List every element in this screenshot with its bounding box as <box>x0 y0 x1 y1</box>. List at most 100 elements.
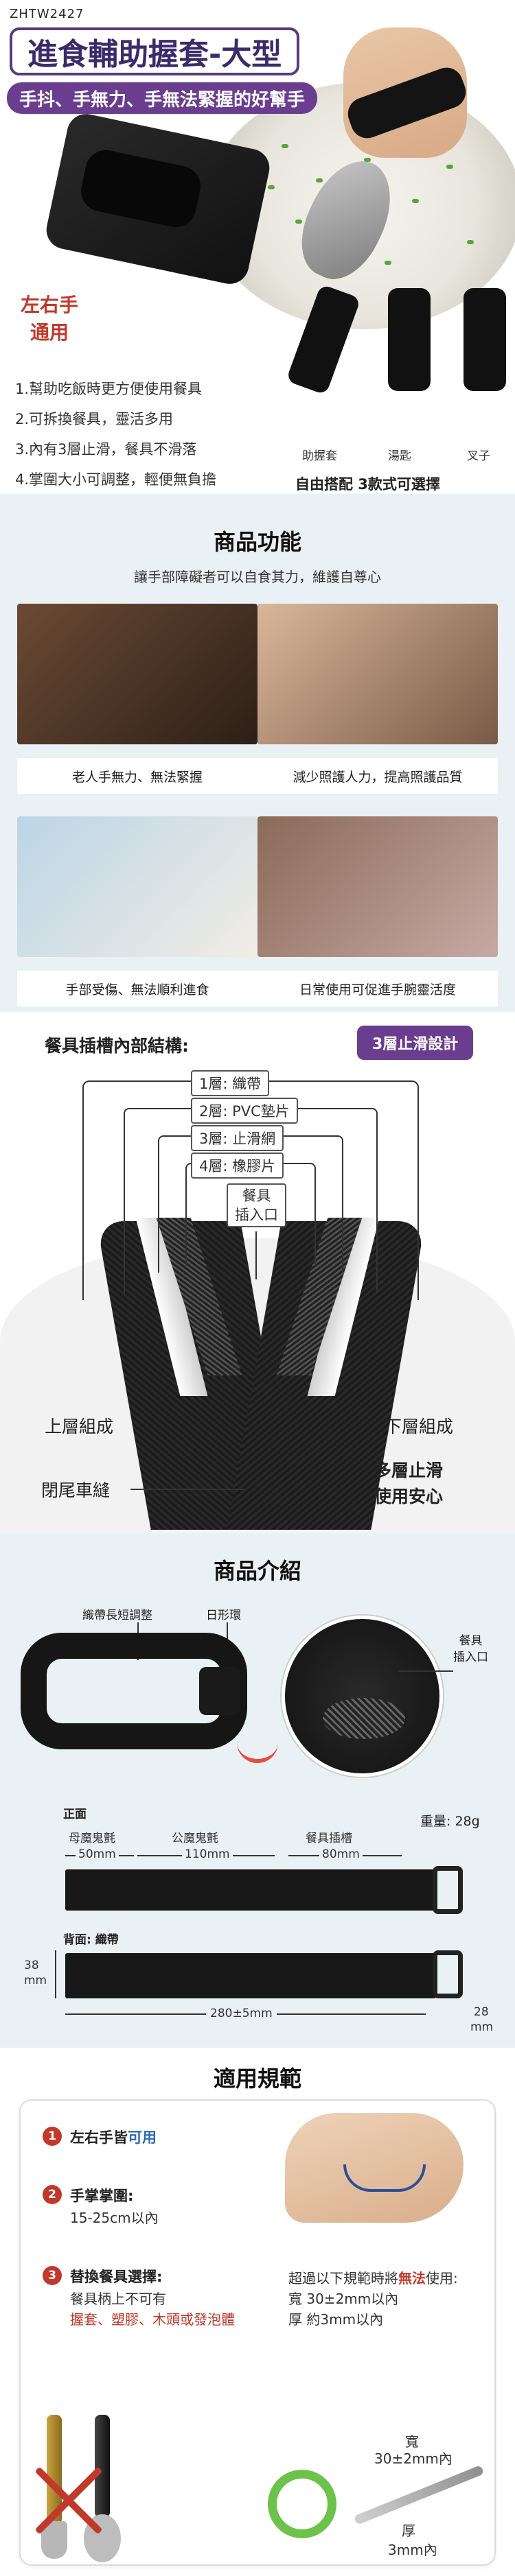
accessory-caption: 自由搭配 3款式可選擇 <box>295 476 440 493</box>
feature-list: 1.幫助吃飯時更方便使用餐具 2.可拆換餐具，靈活多用 3.內有3層止滑，餐具不… <box>15 374 216 494</box>
layer-label-webbing: 1層: 織帶 <box>191 1070 270 1096</box>
dim-38-number: 38 <box>24 1959 39 1972</box>
ring-label: 日形環 <box>206 1609 241 1622</box>
wooden-fork-image <box>47 2415 62 2525</box>
accessory-fork-image <box>464 288 506 391</box>
upper-layer-label: 上層組成 <box>45 1417 114 1437</box>
slot-pointer <box>398 1670 453 1672</box>
function-caption: 日常使用可促進手腕靈活度 <box>258 971 498 1006</box>
black-spoon-handle <box>95 2415 110 2518</box>
slot-mesh-detail <box>323 1698 405 1739</box>
limit-note-a: 超過以下規範時將 <box>288 2270 398 2287</box>
strap-front-ring <box>433 1866 463 1914</box>
functions-section: 商品功能 讓手部障礙者可以自食其力，維護自尊心 老人手無力、無法緊握 減少照護人… <box>0 494 515 1012</box>
fork-width-label: 寬 <box>405 2433 419 2450</box>
structure-title: 餐具插槽內部結構: <box>45 1036 189 1056</box>
scope-title: 適用規範 <box>213 2066 301 2092</box>
intro-title: 商品介紹 <box>213 1558 301 1584</box>
elderly-hand-photo <box>17 604 258 744</box>
zoom-arrow <box>237 1742 278 1763</box>
scope-number-2: 2 <box>43 2185 62 2204</box>
function-caption: 減少照護人力，提高照護品質 <box>258 758 498 794</box>
scope-number-1: 1 <box>43 2127 62 2146</box>
scope-item2-heading: 手掌掌圍: <box>70 2188 134 2204</box>
nonslip-line1: 多層止滑 <box>374 1461 444 1480</box>
dim-280: 280±5mm <box>206 2007 277 2020</box>
slot-opening-label: 餐具 插入口 <box>227 1183 286 1227</box>
weight-label: 重量: 28g <box>420 1814 480 1829</box>
hook-male-label: 公魔鬼氈 <box>172 1832 218 1845</box>
dim-28-number: 28 <box>474 2005 489 2019</box>
hook-female-label: 母魔鬼氈 <box>69 1832 115 1845</box>
buckle-image <box>199 1667 240 1715</box>
product-title: 進食輔助握套-大型 <box>10 27 300 75</box>
slot-arrow <box>255 1231 257 1279</box>
ambidextrous-line1: 左右手 <box>21 294 79 316</box>
feature-item: 2.可拆換餐具，靈活多用 <box>15 411 174 427</box>
dim-50: 50mm <box>76 1847 119 1861</box>
handle-width-ring <box>268 2470 336 2538</box>
ambidextrous-label: 左右手 通用 <box>21 292 78 346</box>
limit-width: 寬 30±2mm以內 <box>288 2291 399 2307</box>
scope-item1: 左右手皆可用 <box>70 2127 157 2147</box>
feature-item: 1.幫助吃飯時更方便使用餐具 <box>15 381 203 397</box>
accessory-label-spoon: 湯匙 <box>388 449 411 463</box>
accessory-label-fork: 叉子 <box>467 449 490 463</box>
slot-opening-line2: 插入口 <box>235 1207 278 1223</box>
dim-80: 80mm <box>319 1847 363 1861</box>
scope-number-3: 3 <box>43 2266 62 2285</box>
back-label: 背面: 織帶 <box>63 1933 119 1947</box>
caregiver-feeding-photo <box>258 604 498 744</box>
intro-section: 商品介紹 織帶長短調整 日形環 餐具 插入口 正面 重量: 28g 母魔鬼氈 公… <box>0 1533 515 2048</box>
limit-note-b: 無法 <box>398 2270 426 2287</box>
strap-back-ring <box>433 1950 463 1998</box>
slot-zoom-image <box>282 1616 443 1777</box>
dim-line-38 <box>55 1950 56 1998</box>
limit-thickness: 厚 約3mm以內 <box>288 2311 384 2328</box>
lower-layer-label: 下層組成 <box>385 1417 454 1437</box>
scope-item1-highlight: 可用 <box>128 2129 157 2146</box>
utensil-slot-label: 餐具插槽 <box>306 1832 352 1845</box>
scope-item3-heading: 替換餐具選擇: <box>70 2269 163 2285</box>
patient-bed-photo <box>258 816 498 957</box>
functions-title: 商品功能 <box>213 529 301 555</box>
bandaged-hand-photo <box>17 816 258 957</box>
slot-line2: 插入口 <box>453 1651 488 1664</box>
fork-thickness-label: 厚 <box>402 2522 415 2539</box>
nonslip-badge: 3層止滑設計 <box>357 1026 474 1060</box>
seam-label: 閉尾車縫 <box>41 1480 111 1500</box>
functions-subtitle: 讓手部障礙者可以自食其力，維護自尊心 <box>134 569 381 585</box>
function-caption: 手部受傷、無法順利進食 <box>17 971 258 1006</box>
strap-front-image <box>65 1869 436 1911</box>
feature-item: 3.內有3層止滑，餐具不滑落 <box>15 441 197 458</box>
fork-width-value: 30±2mm內 <box>374 2450 453 2467</box>
limit-note: 超過以下規範時將無法使用: <box>288 2269 458 2288</box>
nonslip-note: 多層止滑 使用安心 <box>374 1458 443 1510</box>
slot-opening-line1: 餐具 <box>242 1187 271 1204</box>
ambidextrous-line2: 通用 <box>30 321 69 344</box>
front-label: 正面 <box>63 1808 87 1821</box>
product-subtitle: 手抖、手無力、手無法緊握的好幫手 <box>7 82 318 114</box>
slot-opening-label: 餐具 插入口 <box>453 1633 488 1666</box>
layer-label-rubber: 4層: 橡膠片 <box>191 1153 284 1179</box>
strap-adjust-label: 織帶長短調整 <box>82 1609 152 1622</box>
structure-section: 餐具插槽內部結構: 3層止滑設計 1層: 織帶 2層: PVC墊片 3層: 止滑… <box>0 1012 515 1533</box>
dim-28-unit: mm <box>470 2020 494 2034</box>
hero-section: ZHTW2427 進食輔助握套-大型 手抖、手無力、手無法緊握的好幫手 左右手 … <box>0 0 515 494</box>
accessory-spoon-image <box>388 288 431 391</box>
limit-note-c: 使用: <box>426 2270 458 2287</box>
strap-back-image <box>65 1953 436 1998</box>
dim-38-unit: mm <box>24 1974 47 1987</box>
accessory-label-grip: 助握套 <box>302 449 337 463</box>
scope-item3-text1: 餐具柄上不可有 <box>70 2291 166 2307</box>
feature-item: 4.掌圍大小可調整，輕便無負擔 <box>15 471 217 488</box>
function-caption: 老人手無力、無法緊握 <box>17 758 258 794</box>
nonslip-line2: 使用安心 <box>374 1487 444 1506</box>
scope-item1-text: 左右手皆 <box>70 2129 128 2146</box>
slot-line1: 餐具 <box>459 1634 483 1648</box>
product-code: ZHTW2427 <box>10 7 84 21</box>
fork-thickness-value: 3mm內 <box>388 2542 437 2558</box>
layer-label-mesh: 3層: 止滑網 <box>191 1125 284 1151</box>
layer-label-pvc: 2層: PVC墊片 <box>191 1098 298 1124</box>
scope-item3-text2: 握套、塑膠、木頭或發泡體 <box>70 2311 235 2328</box>
